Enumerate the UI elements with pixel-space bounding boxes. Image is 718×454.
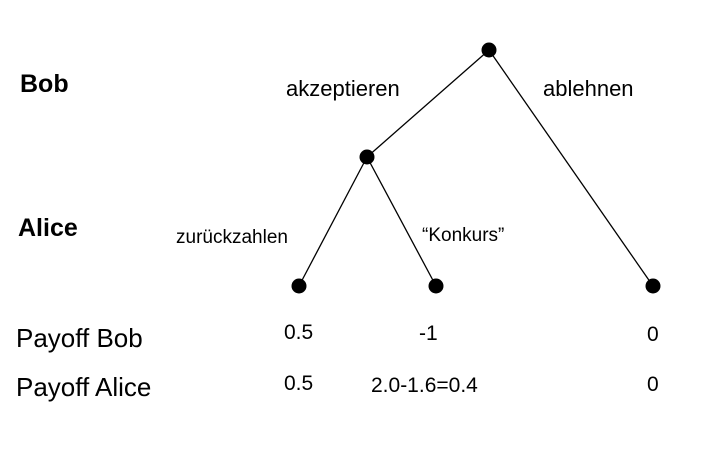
node-terminal-bankrupt [428,278,444,294]
action-label-repay: zurückzahlen [176,227,288,248]
action-label-reject: ablehnen [543,76,634,101]
row-label-payoff-alice: Payoff Alice [16,372,152,402]
row-label-payoff-bob: Payoff Bob [16,323,143,353]
payoff-alice-repay: 0.5 [284,372,314,395]
payoff-bob-bankrupt: -1 [419,322,438,345]
node-alice [359,149,375,165]
edge-bankrupt [366,156,437,287]
node-terminal-repay [291,278,307,294]
player-label-bob: Bob [20,70,69,98]
node-bob-root [481,42,497,58]
action-label-accept: akzeptieren [286,76,400,101]
edge-accept [366,49,490,158]
payoff-alice-bankrupt: 2.0-1.6=0.4 [371,374,478,397]
payoff-bob-reject: 0 [647,323,659,346]
edge-repay [298,156,368,287]
action-label-bankrupt: “Konkurs” [422,225,505,246]
payoff-alice-reject: 0 [647,373,659,396]
payoff-bob-repay: 0.5 [284,321,314,344]
player-label-alice: Alice [18,214,78,242]
edge-reject [488,49,654,287]
node-terminal-reject [645,278,661,294]
